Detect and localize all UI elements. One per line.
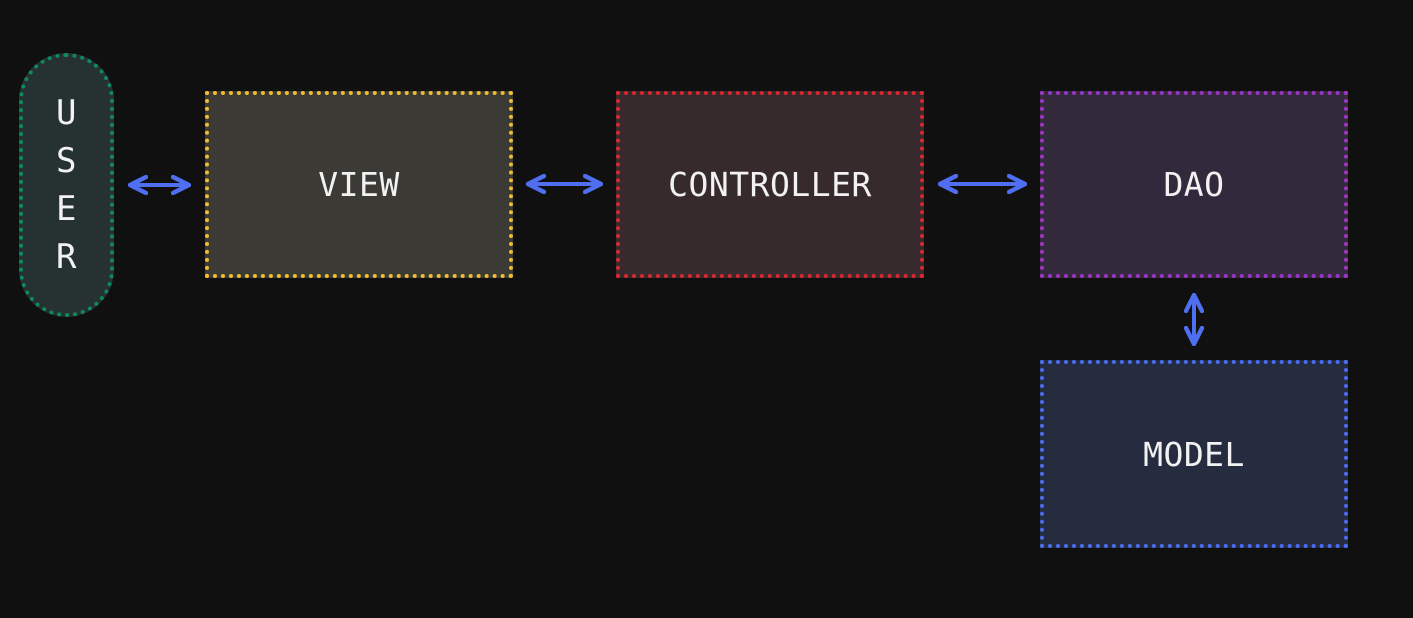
model-label: MODEL: [1143, 434, 1245, 474]
user-node: U S E R: [19, 53, 114, 317]
user-letter: S: [56, 141, 77, 181]
user-letter: R: [56, 237, 77, 277]
user-letter: U: [56, 93, 77, 133]
user-label: U S E R: [56, 93, 77, 277]
user-letter: E: [56, 189, 77, 229]
model-node: MODEL: [1040, 360, 1348, 548]
dao-label: DAO: [1163, 165, 1225, 204]
view-label: VIEW: [318, 165, 400, 204]
controller-node: CONTROLLER: [616, 91, 924, 278]
controller-label: CONTROLLER: [668, 165, 872, 204]
view-node: VIEW: [205, 91, 513, 278]
dao-node: DAO: [1040, 91, 1348, 278]
